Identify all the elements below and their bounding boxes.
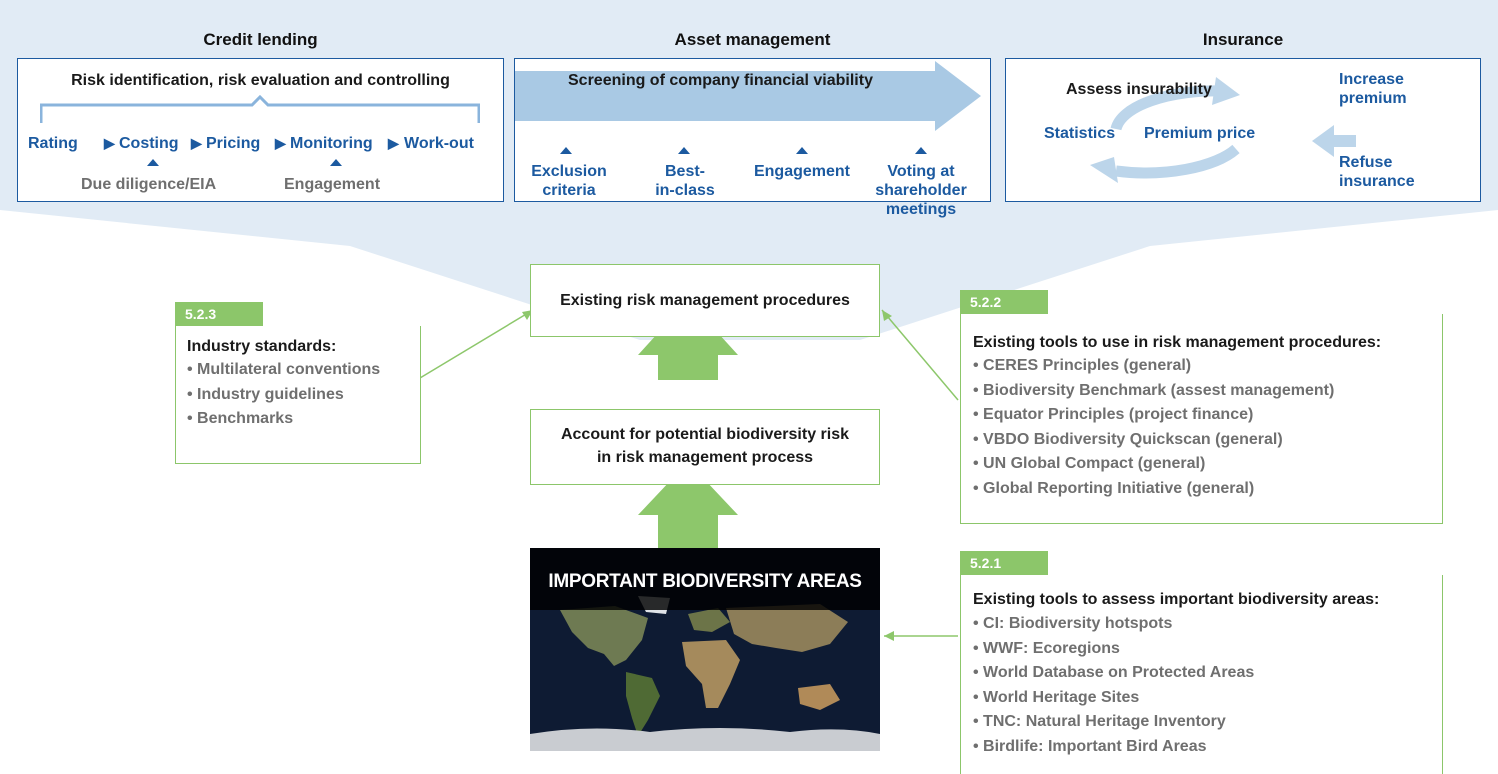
- credit-heading: Risk identification, risk evaluation and…: [71, 72, 450, 89]
- box-522-heading: Existing tools to use in risk management…: [973, 334, 1382, 351]
- play-icon: ▶: [104, 135, 115, 151]
- map-label: IMPORTANT BIODIVERSITY AREAS: [548, 571, 862, 592]
- up-arrow-1: [638, 300, 738, 380]
- box-521: Existing tools to assess important biodi…: [960, 575, 1443, 774]
- credit-panel: Risk identification, risk evaluation and…: [17, 58, 504, 202]
- statistics-label: Statistics: [1044, 125, 1116, 142]
- step-pricing: Pricing: [206, 135, 261, 152]
- assess-insurability: Assess insurability: [1066, 81, 1212, 98]
- list-item: • Multilateral conventions: [187, 361, 381, 378]
- list-item: • Birdlife: Important Bird Areas: [973, 737, 1207, 755]
- list-item: • VBDO Biodiversity Quickscan (general): [973, 430, 1283, 448]
- list-item: • WWF: Ecoregions: [973, 639, 1120, 657]
- play-icon: ▶: [191, 135, 202, 151]
- tag-521: 5.2.1: [960, 551, 1048, 575]
- asset-panel: Screening of company financial viability…: [514, 58, 991, 218]
- box-522: Existing tools to use in risk management…: [960, 314, 1443, 524]
- up-triangle-icon: [560, 147, 572, 154]
- step-costing: Costing: [119, 135, 179, 152]
- asset-heading: Screening of company financial viability: [568, 72, 873, 89]
- asset-item-best: Best-in-class: [655, 163, 715, 199]
- list-item: • Global Reporting Initiative (general): [973, 479, 1255, 497]
- box-522-list: • CERES Principles (general) • Biodivers…: [973, 354, 1334, 501]
- asset-title: Asset management: [674, 30, 831, 49]
- list-item: • World Database on Protected Areas: [973, 664, 1255, 681]
- cycle-icon: [1090, 77, 1356, 183]
- list-item: • Industry guidelines: [187, 385, 344, 403]
- credit-sub-engagement: Engagement: [284, 176, 381, 193]
- list-item: • CERES Principles (general): [973, 357, 1192, 374]
- existing-procedures-box: Existing risk management procedures: [530, 264, 880, 337]
- box-523: Industry standards: • Multilateral conve…: [175, 326, 421, 464]
- asset-item-engagement: Engagement: [753, 163, 850, 180]
- play-icon: ▶: [275, 135, 286, 151]
- list-item: • TNC: Natural Heritage Inventory: [973, 713, 1226, 730]
- up-triangle-icon: [147, 159, 159, 166]
- up-triangle-icon: [678, 147, 690, 154]
- up-triangle-icon: [915, 147, 927, 154]
- tag-523: 5.2.3: [175, 302, 263, 326]
- play-icon: ▶: [388, 135, 399, 151]
- box-521-list: • CI: Biodiversity hotspots • WWF: Ecore…: [973, 612, 1254, 759]
- credit-title: Credit lending: [203, 30, 318, 49]
- list-item: • Benchmarks: [187, 410, 294, 427]
- list-item: • UN Global Compact (general): [973, 455, 1206, 472]
- map-label-band: [530, 548, 880, 610]
- insurance-title: Insurance: [1202, 30, 1284, 49]
- premium-price-label: Premium price: [1144, 125, 1256, 142]
- tag-522: 5.2.2: [960, 290, 1048, 314]
- up-arrow-2: [638, 462, 738, 548]
- existing-procedures-label: Existing risk management procedures: [560, 292, 850, 309]
- up-triangle-icon: [796, 147, 808, 154]
- list-item: • CI: Biodiversity hotspots: [973, 615, 1173, 632]
- box-521-heading: Existing tools to assess important biodi…: [973, 591, 1380, 608]
- world-map: IMPORTANT BIODIVERSITY AREAS: [530, 548, 880, 751]
- list-item: • World Heritage Sites: [973, 688, 1140, 706]
- list-item: • Equator Principles (project finance): [973, 406, 1254, 423]
- credit-sub-due: Due diligence/EIA: [81, 176, 217, 193]
- left-arrow-icon: [1312, 125, 1356, 157]
- box-523-list: • Multilateral conventions • Industry gu…: [187, 358, 380, 432]
- step-monitoring: Monitoring: [290, 135, 373, 152]
- asset-arrow: [515, 61, 981, 131]
- insurance-panel: Assess insurability Statistics Premium p…: [1005, 58, 1481, 202]
- step-workout: Work-out: [404, 135, 474, 152]
- up-triangle-icon: [330, 159, 342, 166]
- step-rating: Rating: [28, 135, 78, 152]
- list-item: • Biodiversity Benchmark (assest managem…: [973, 381, 1335, 399]
- credit-bracket: [40, 94, 480, 123]
- box-523-heading: Industry standards:: [187, 338, 337, 355]
